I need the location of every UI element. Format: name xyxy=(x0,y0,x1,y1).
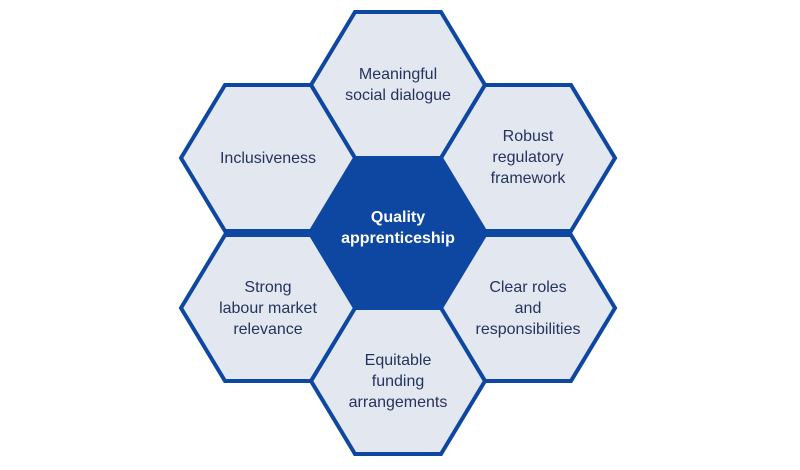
hex-top-label: Meaningful social dialogue xyxy=(345,66,451,104)
hex-center-label: Quality apprenticeship xyxy=(341,209,455,247)
hex-bottom-label: Equitable funding arrangements xyxy=(348,352,448,411)
hex-upper-left-label: Inclusiveness xyxy=(219,150,317,167)
hex-center xyxy=(308,158,488,308)
hex-upper-right-label: Robust regulatory framework xyxy=(490,128,566,187)
hex-lower-left-label: Strong labour market relevance xyxy=(219,279,317,338)
hex-lower-right-label: Clear roles and responsibilities xyxy=(475,279,581,338)
